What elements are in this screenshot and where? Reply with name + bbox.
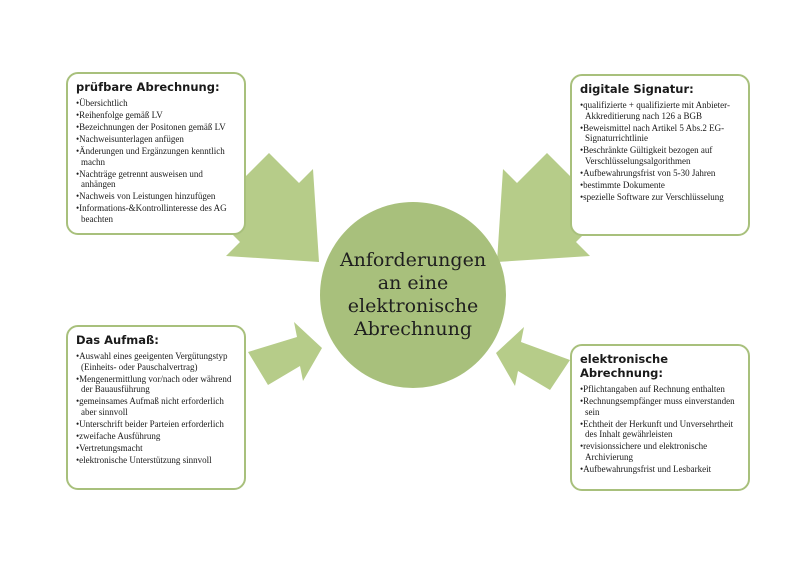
- arrow-bottom-right: [496, 327, 570, 390]
- list-item: Rechnungsempfänger muss einverstanden se…: [580, 396, 740, 417]
- list-item: qualifizierte + qualifizierte mit Anbiet…: [580, 100, 740, 121]
- arrow-top-right: [497, 153, 599, 262]
- box-title: digitale Signatur:: [580, 82, 694, 96]
- box-digitale-signatur: digitale Signatur: qualifizierte + quali…: [570, 74, 750, 236]
- list-item: Aufbewahrungsfrist und Lesbarkeit: [580, 464, 740, 475]
- list-item: revisionssichere und elektronische Archi…: [580, 441, 740, 462]
- list-item: Unterschrift beider Parteien erforderlic…: [76, 419, 236, 430]
- list-item: Pflichtangaben auf Rechnung enthalten: [580, 384, 740, 395]
- list-item: Bezeichnungen der Positonen gemäß LV: [76, 122, 236, 133]
- center-title: Anforderungen an eine elektronische Abre…: [339, 249, 487, 340]
- list-item: Vertretungsmacht: [76, 443, 236, 454]
- list-item: Nachträge getrennt ausweisen und anhänge…: [76, 169, 236, 190]
- box-title: elektronische Abrechnung:: [580, 352, 669, 380]
- center-circle: Anforderungen an eine elektronische Abre…: [320, 202, 506, 388]
- list-item: Reihenfolge gemäß LV: [76, 110, 236, 121]
- item-list: Pflichtangaben auf Rechnung enthalten Re…: [580, 384, 740, 474]
- list-item: Aufbewahrungsfrist von 5-30 Jahren: [580, 168, 740, 179]
- item-list: Auswahl eines geeigenten Vergütungstyp (…: [76, 351, 236, 465]
- list-item: elektronische Unterstützung sinnvoll: [76, 455, 236, 466]
- box-title: prüfbare Abrechnung:: [76, 80, 220, 94]
- list-item: Echtheit der Herkunft und Unversehrtheit…: [580, 419, 740, 440]
- list-item: spezielle Software zur Verschlüsselung: [580, 192, 740, 203]
- box-pruefbare-abrechnung: prüfbare Abrechnung: Übersichtlich Reihe…: [66, 72, 246, 235]
- list-item: Mengenermittlung vor/nach oder während d…: [76, 374, 236, 395]
- list-item: Änderungen und Ergänzungen kenntlich mac…: [76, 146, 236, 167]
- list-item: Nachweisunterlagen anfügen: [76, 134, 236, 145]
- list-item: bestimmte Dokumente: [580, 180, 740, 191]
- list-item: Beschränkte Gültigkeit bezogen auf Versc…: [580, 145, 740, 166]
- list-item: Beweismittel nach Artikel 5 Abs.2 EG-Sig…: [580, 123, 740, 144]
- list-item: zweifache Ausführung: [76, 431, 236, 442]
- list-item: Informations-&Kontrollinteresse des AG b…: [76, 203, 236, 224]
- box-das-aufmass: Das Aufmaß: Auswahl eines geeigenten Ver…: [66, 325, 246, 490]
- list-item: Auswahl eines geeigenten Vergütungstyp (…: [76, 351, 236, 372]
- item-list: qualifizierte + qualifizierte mit Anbiet…: [580, 100, 740, 202]
- box-elektronische-abrechnung: elektronische Abrechnung: Pflichtangaben…: [570, 344, 750, 491]
- list-item: gemeinsames Aufmaß nicht erforderlich ab…: [76, 396, 236, 417]
- box-title: Das Aufmaß:: [76, 333, 159, 347]
- arrow-bottom-left: [248, 322, 322, 385]
- list-item: Nachweis von Leistungen hinzufügen: [76, 191, 236, 202]
- list-item: Übersichtlich: [76, 98, 236, 109]
- arrow-top-left: [217, 153, 319, 262]
- item-list: Übersichtlich Reihenfolge gemäß LV Bezei…: [76, 98, 236, 224]
